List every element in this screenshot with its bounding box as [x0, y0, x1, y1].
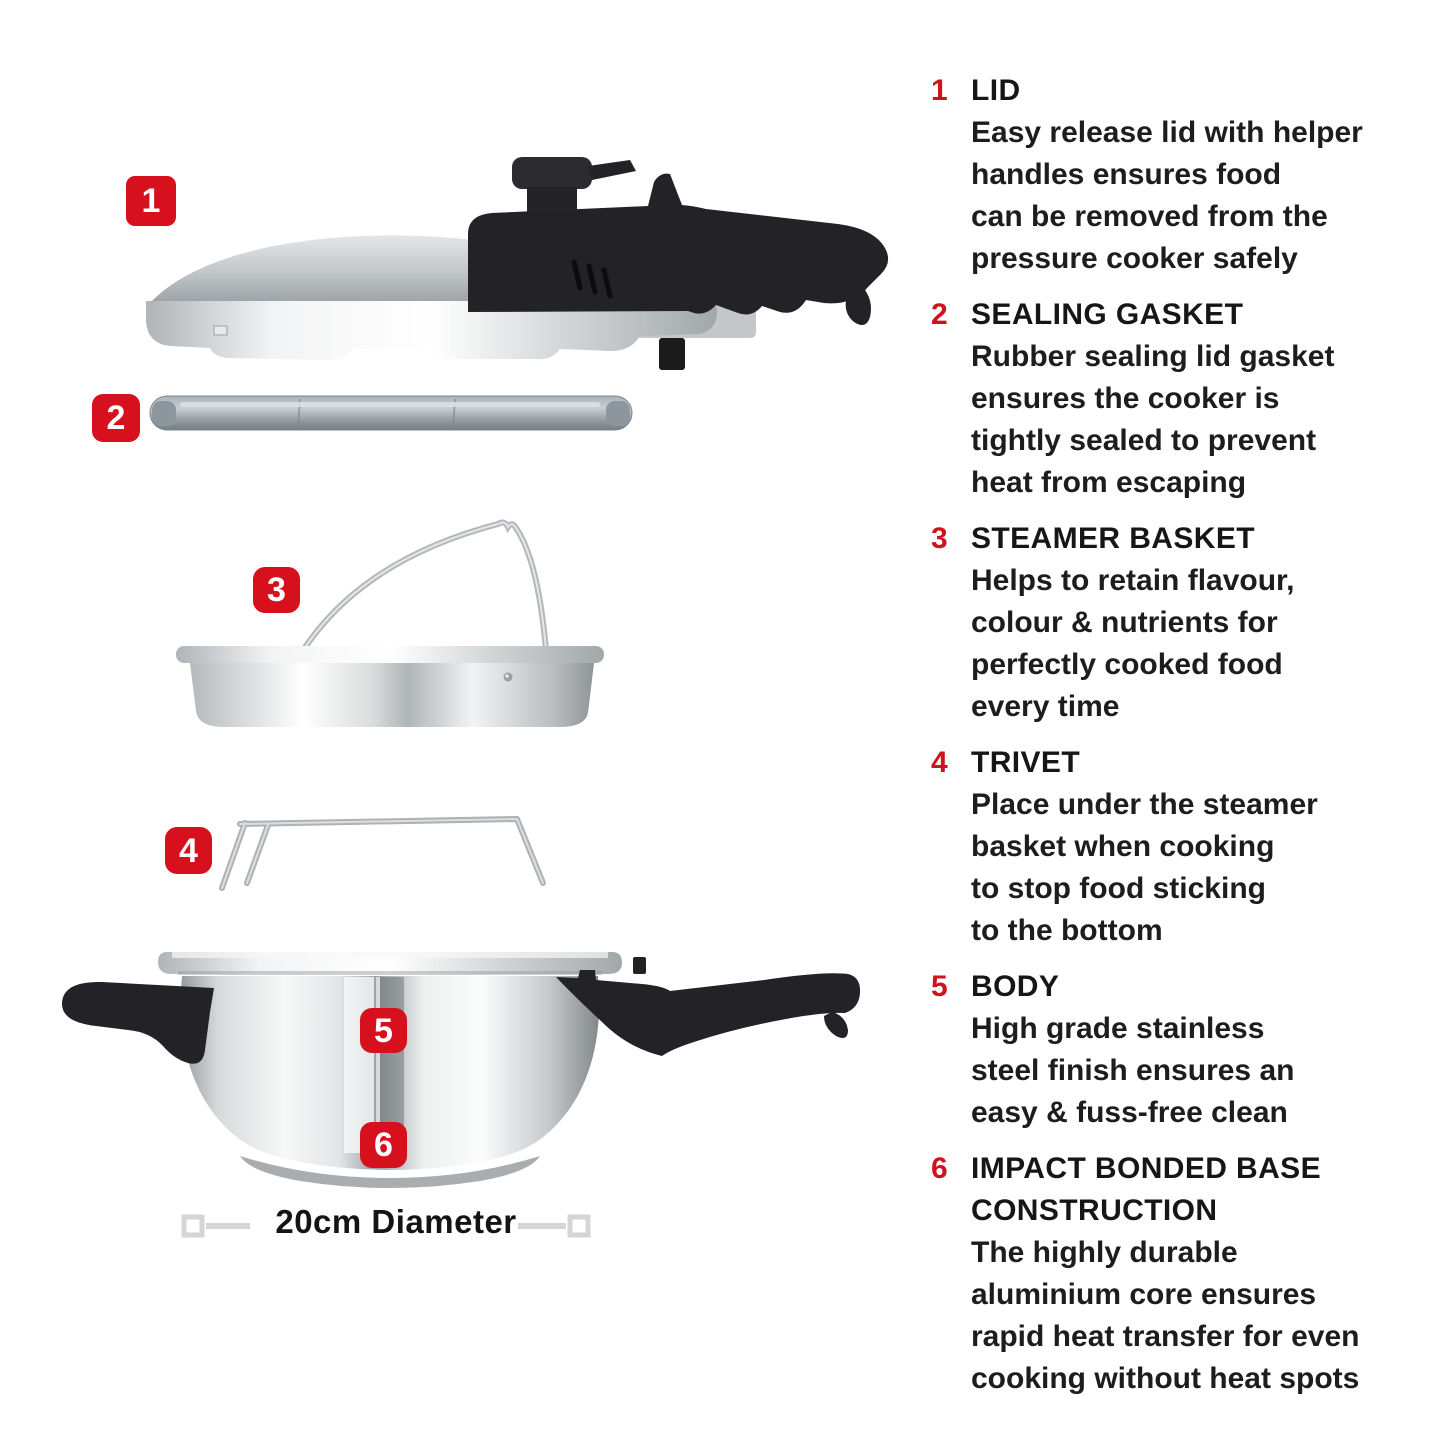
- part-number: 5: [931, 970, 948, 1003]
- part-name: SEALING GASKET: [971, 298, 1244, 331]
- part-number: 6: [931, 1152, 948, 1185]
- part-item-lid: 1 LID Easy release lid with helper handl…: [931, 70, 1445, 280]
- part-name: TRIVET: [971, 746, 1081, 779]
- callout-badge-6: 6: [360, 1122, 407, 1168]
- exploded-view-illustration: [61, 157, 889, 1238]
- trivet-illustration: [219, 816, 546, 891]
- part-item-body: 5 BODY High grade stainless steel finish…: [931, 966, 1445, 1134]
- part-name: LID: [971, 74, 1021, 107]
- callout-badge-2: 2: [92, 394, 140, 442]
- part-description: Easy release lid with helper handles ens…: [971, 116, 1363, 275]
- part-item-trivet: 4 TRIVET Place under the steamer basket …: [931, 742, 1445, 952]
- callout-badge-4: 4: [165, 827, 212, 874]
- pressure-valve-knob: [512, 157, 636, 213]
- callout-badge-1: 1: [126, 176, 176, 226]
- part-number: 3: [931, 522, 948, 555]
- lid-illustration: [146, 157, 889, 370]
- part-description: Helps to retain flavour, colour & nutrie…: [971, 564, 1295, 723]
- part-item-impact-bonded-base: 6 IMPACT BONDED BASE CONSTRUCTION The hi…: [931, 1148, 1445, 1400]
- callout-badge-3: 3: [253, 567, 300, 613]
- part-name: STEAMER BASKET: [971, 522, 1255, 555]
- part-item-steamer-basket: 3 STEAMER BASKET Helps to retain flavour…: [931, 518, 1445, 728]
- steamer-basket-illustration: [176, 519, 604, 727]
- part-description: Place under the steamer basket when cook…: [971, 788, 1318, 947]
- lid-handle: [468, 173, 889, 315]
- pot-body-illustration: [61, 952, 861, 1188]
- part-description: Rubber sealing lid gasket ensures the co…: [971, 340, 1335, 499]
- part-item-sealing-gasket: 2 SEALING GASKET Rubber sealing lid gask…: [931, 294, 1445, 504]
- part-number: 4: [931, 746, 948, 779]
- part-description: High grade stainless steel finish ensure…: [971, 1012, 1295, 1129]
- parts-list: 1 LID Easy release lid with helper handl…: [931, 70, 1445, 1414]
- sealing-gasket-illustration: [149, 395, 633, 431]
- part-description: The highly durable aluminium core ensure…: [971, 1236, 1360, 1395]
- part-number: 1: [931, 74, 948, 107]
- main-handle: [556, 970, 861, 1056]
- dimension-label: 20cm Diameter: [275, 1203, 517, 1240]
- dimension-indicator: [181, 1214, 591, 1238]
- part-name: BODY: [971, 970, 1060, 1003]
- part-number: 2: [931, 298, 948, 331]
- part-name: IMPACT BONDED BASE CONSTRUCTION: [971, 1152, 1321, 1227]
- helper-handle: [61, 981, 214, 1064]
- callout-badge-5: 5: [360, 1008, 407, 1053]
